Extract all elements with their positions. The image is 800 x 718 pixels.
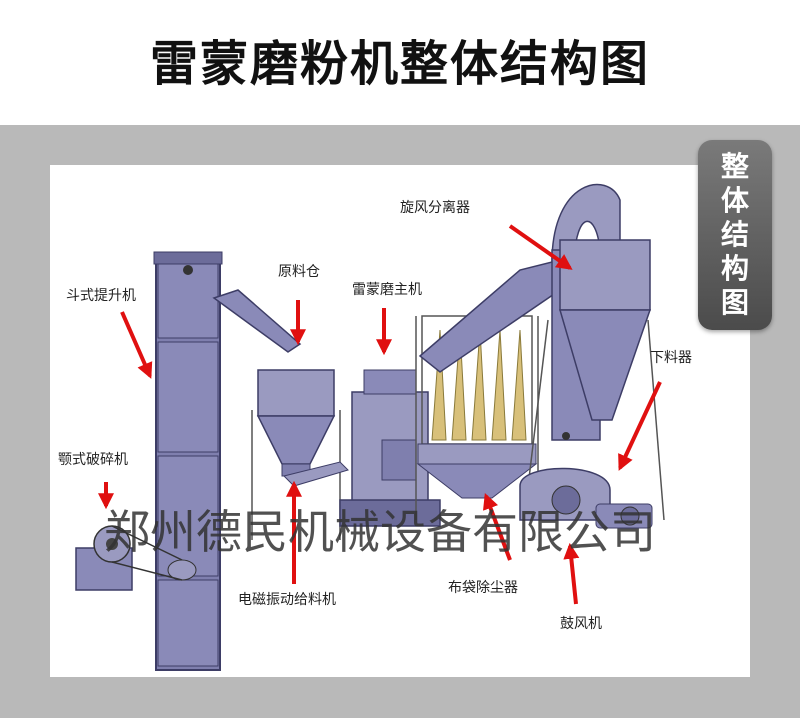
label-jaw-crusher: 颚式破碎机 bbox=[58, 452, 128, 468]
label-discharger: 下料器 bbox=[650, 350, 692, 366]
arrow-bag-filter bbox=[483, 493, 512, 561]
label-raw-bin: 原料仓 bbox=[278, 264, 320, 280]
page-title: 雷蒙磨粉机整体结构图 bbox=[149, 36, 650, 92]
label-blower: 鼓风机 bbox=[560, 616, 602, 632]
arrow-discharger bbox=[618, 381, 662, 471]
jaw-crusher bbox=[75, 525, 197, 591]
label-bucket-elevator: 斗式提升机 bbox=[66, 288, 136, 304]
callout-arrows bbox=[98, 224, 662, 605]
arrow-bucket-elevator bbox=[120, 311, 153, 379]
label-feeder: 电磁振动给料机 bbox=[238, 592, 336, 608]
arrow-cyclone bbox=[508, 224, 573, 270]
label-main-mill: 雷蒙磨主机 bbox=[352, 282, 422, 298]
blower bbox=[519, 467, 653, 529]
bucket-elevator bbox=[153, 251, 302, 671]
side-tab-label: 整 体 结 构 图 bbox=[720, 150, 749, 319]
label-bag-filter: 布袋除尘器 bbox=[448, 580, 518, 596]
raw-material-bin bbox=[251, 369, 349, 540]
cyclone-separator bbox=[523, 183, 665, 521]
company-watermark: 郑州德民机械设备有限公司 bbox=[104, 505, 656, 559]
arrow-blower bbox=[563, 542, 580, 605]
air-duct bbox=[418, 261, 561, 373]
side-tab: 整 体 结 构 图 bbox=[698, 140, 772, 330]
label-cyclone: 旋风分离器 bbox=[400, 199, 470, 216]
header-bar: 雷蒙磨粉机整体结构图 bbox=[0, 0, 800, 125]
